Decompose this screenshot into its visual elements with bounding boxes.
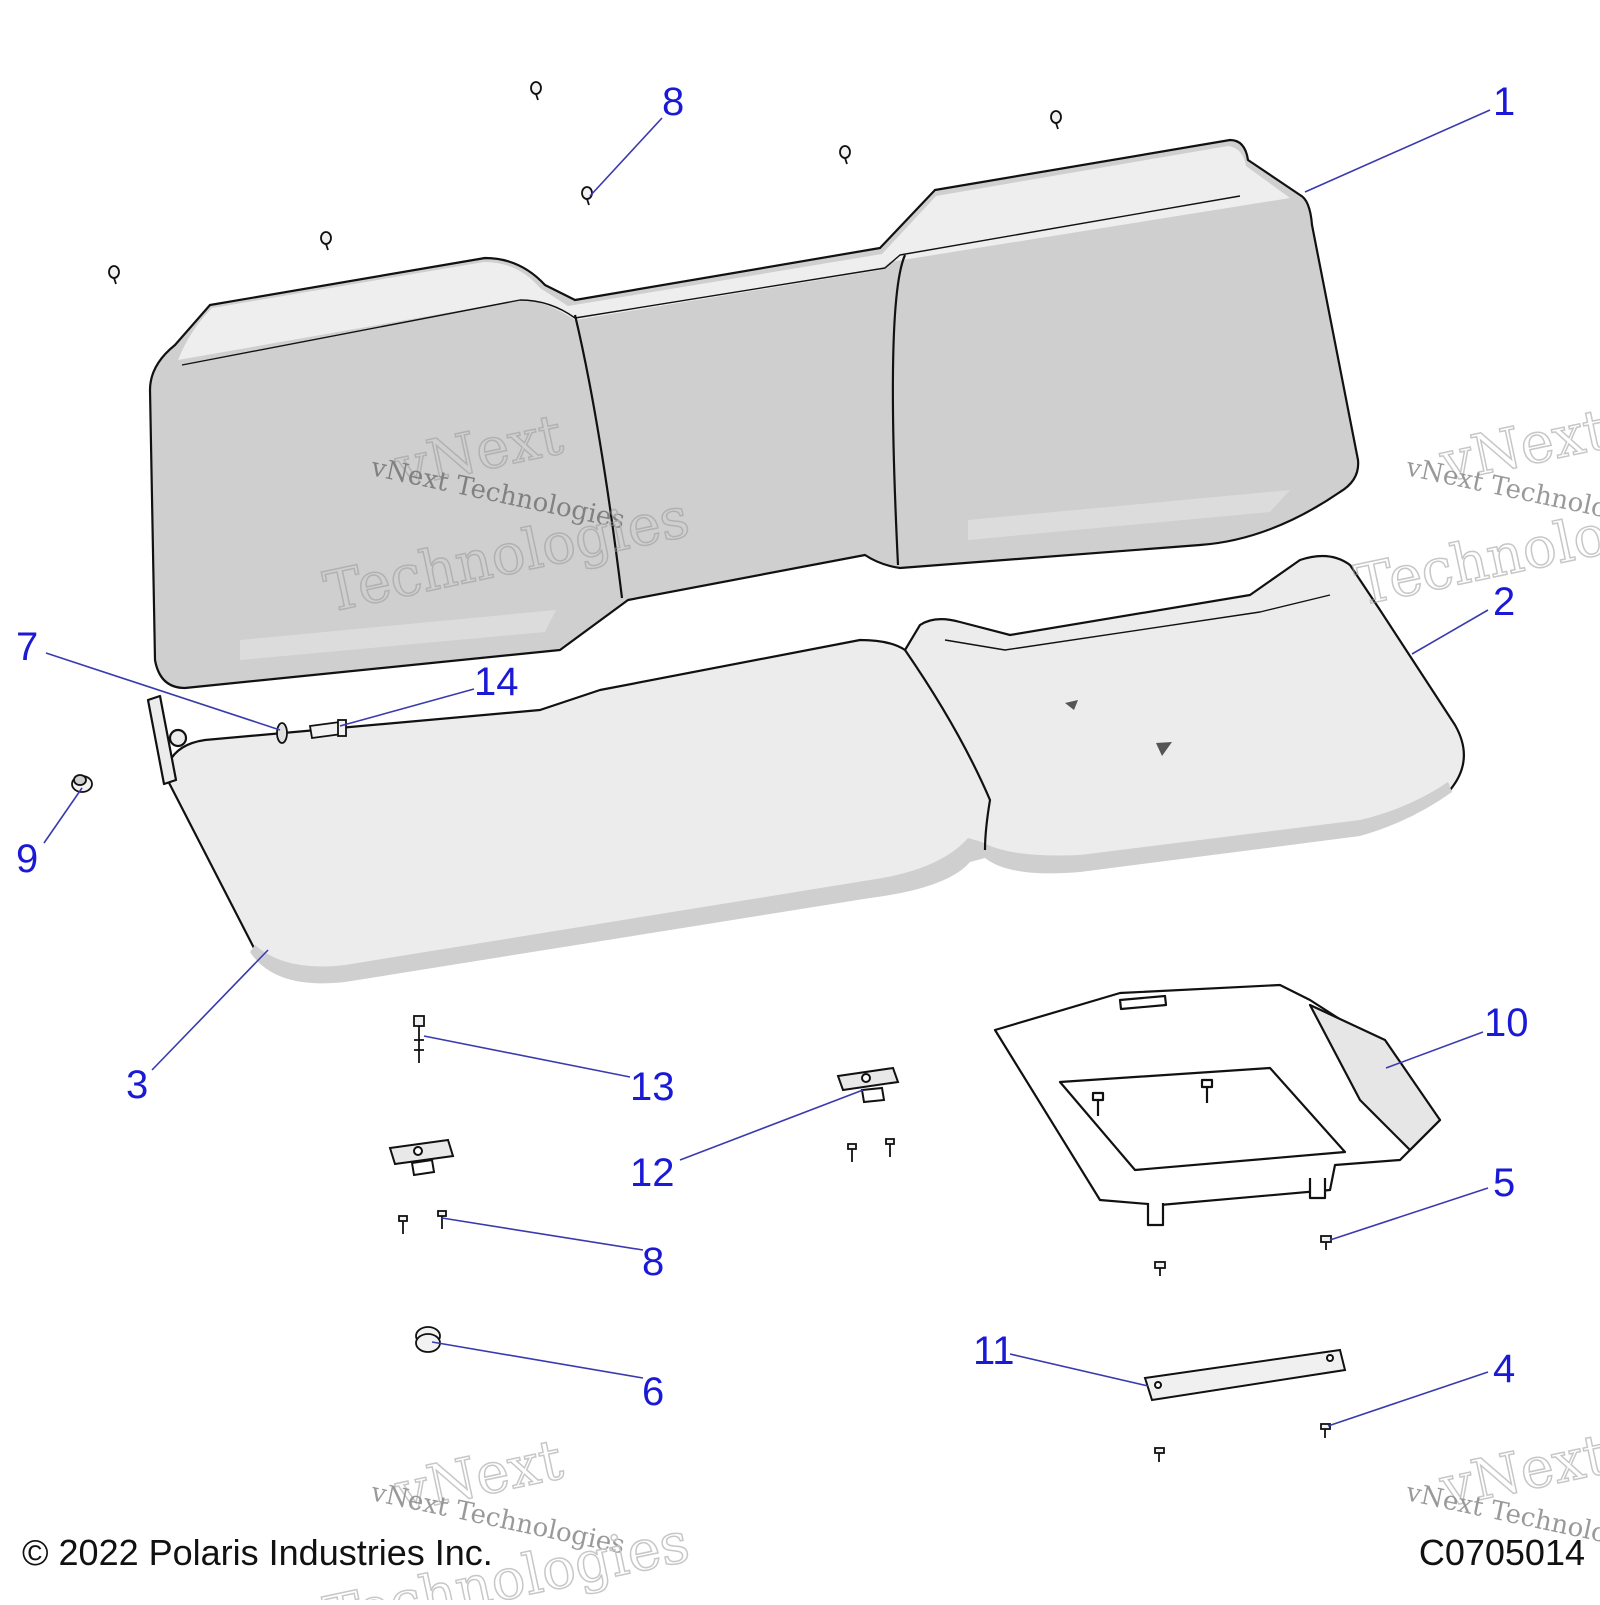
screw-icon [1154,1261,1166,1276]
push-pin-icon [1050,110,1062,130]
leader-3 [151,949,269,1071]
screw-icon [1154,1447,1165,1462]
seat-back-bottom-shade-2 [968,490,1290,540]
tray-handle-slot [1118,994,1168,1011]
seat-bottom-mark-2 [1156,742,1172,756]
push-pin-icon [320,231,332,251]
screw-icon [847,1143,857,1162]
washer-icon [276,722,288,744]
leader-8b [441,1217,644,1251]
leader-8a [589,117,663,197]
part-1-seat-back [148,138,1360,690]
callout-5: 5 [1493,1161,1515,1205]
push-pin-icon [108,265,120,285]
pin-icon [308,719,347,740]
leader-1 [1304,109,1491,193]
grommet-icon [71,774,93,793]
callout-4: 4 [1493,1347,1515,1391]
leader-2 [1411,609,1489,655]
callout-13: 13 [630,1065,675,1109]
screw-icon [1320,1235,1332,1250]
tray-bolt-right [1200,1078,1214,1103]
leader-11 [1009,1353,1149,1387]
callout-10: 10 [1484,1001,1529,1045]
part-11-bracket-bar [1143,1348,1347,1402]
leader-12 [679,1089,864,1161]
callout-6: 6 [642,1370,664,1414]
leader-6 [431,1341,644,1379]
leader-13 [423,1035,631,1078]
seat-bottom-split [904,649,992,851]
leader-5 [1329,1187,1489,1241]
stud-icon [413,1015,425,1063]
callout-8-top: 8 [662,80,684,124]
bar-body [1143,1348,1347,1402]
seat-bracket-hole [168,728,188,748]
screw-icon [437,1210,447,1229]
tray-tab-1 [1146,1203,1165,1227]
tray-window [1058,1066,1347,1172]
leader-7 [45,652,281,731]
part-12-clip-bracket-left [388,1138,455,1177]
bar-hole-right [1326,1354,1334,1362]
callout-2: 2 [1493,580,1515,624]
push-pin-icon [839,145,851,165]
screw-icon [885,1138,895,1157]
seat-bracket-left [146,694,178,786]
callout-12: 12 [630,1151,675,1195]
callout-8-bottom: 8 [642,1240,664,1284]
leader-lines [43,109,1491,1427]
tray-side-flange [1308,1003,1442,1152]
seat-back-top-face [178,146,1290,360]
nut-icon [415,1326,441,1353]
callout-14: 14 [474,660,519,704]
leader-9 [43,787,83,844]
callout-9: 9 [16,837,38,881]
seat-back-divider-right [891,254,907,566]
callout-7: 7 [16,625,38,669]
seat-bottom-rear-edge [944,594,1331,651]
seat-bottom-mark-1 [1065,700,1078,710]
leader-10 [1385,1031,1484,1069]
tray-bolt-left [1091,1091,1105,1116]
seat-bottom-front-band [250,782,1452,984]
part-2-3-seat-bottom [146,554,1465,984]
seat-back-bottom-shade-1 [240,610,556,660]
callout-3: 3 [126,1063,148,1107]
fastener-icons [71,81,1332,1462]
part-10-seat-tray [993,983,1442,1227]
figure-id: C0705014 [1419,1532,1585,1573]
push-pin-icon [530,81,542,101]
screw-icon [1320,1423,1331,1438]
callout-numbers: 1 2 3 4 5 6 7 8 8 9 10 11 12 13 14 [16,80,1529,1414]
seat-back-divider-left [573,314,624,599]
leader-4 [1327,1371,1489,1427]
watermark-bottom-center: vNext vNext Technologies Technologies [318,1427,696,1605]
watermark-right: vNext vNext Technologies Technologies [1349,396,1600,619]
leader-14 [339,688,475,727]
callout-1: 1 [1493,80,1515,124]
bar-hole-left [1154,1381,1162,1389]
part-12-clip-bracket-right [836,1066,900,1104]
tray-tab-2 [1308,1178,1327,1200]
copyright-notice: © 2022 Polaris Industries Inc. [22,1532,493,1573]
seat-back-top-edge [181,195,1241,366]
callout-11: 11 [973,1329,1015,1373]
screw-icon [398,1215,408,1234]
